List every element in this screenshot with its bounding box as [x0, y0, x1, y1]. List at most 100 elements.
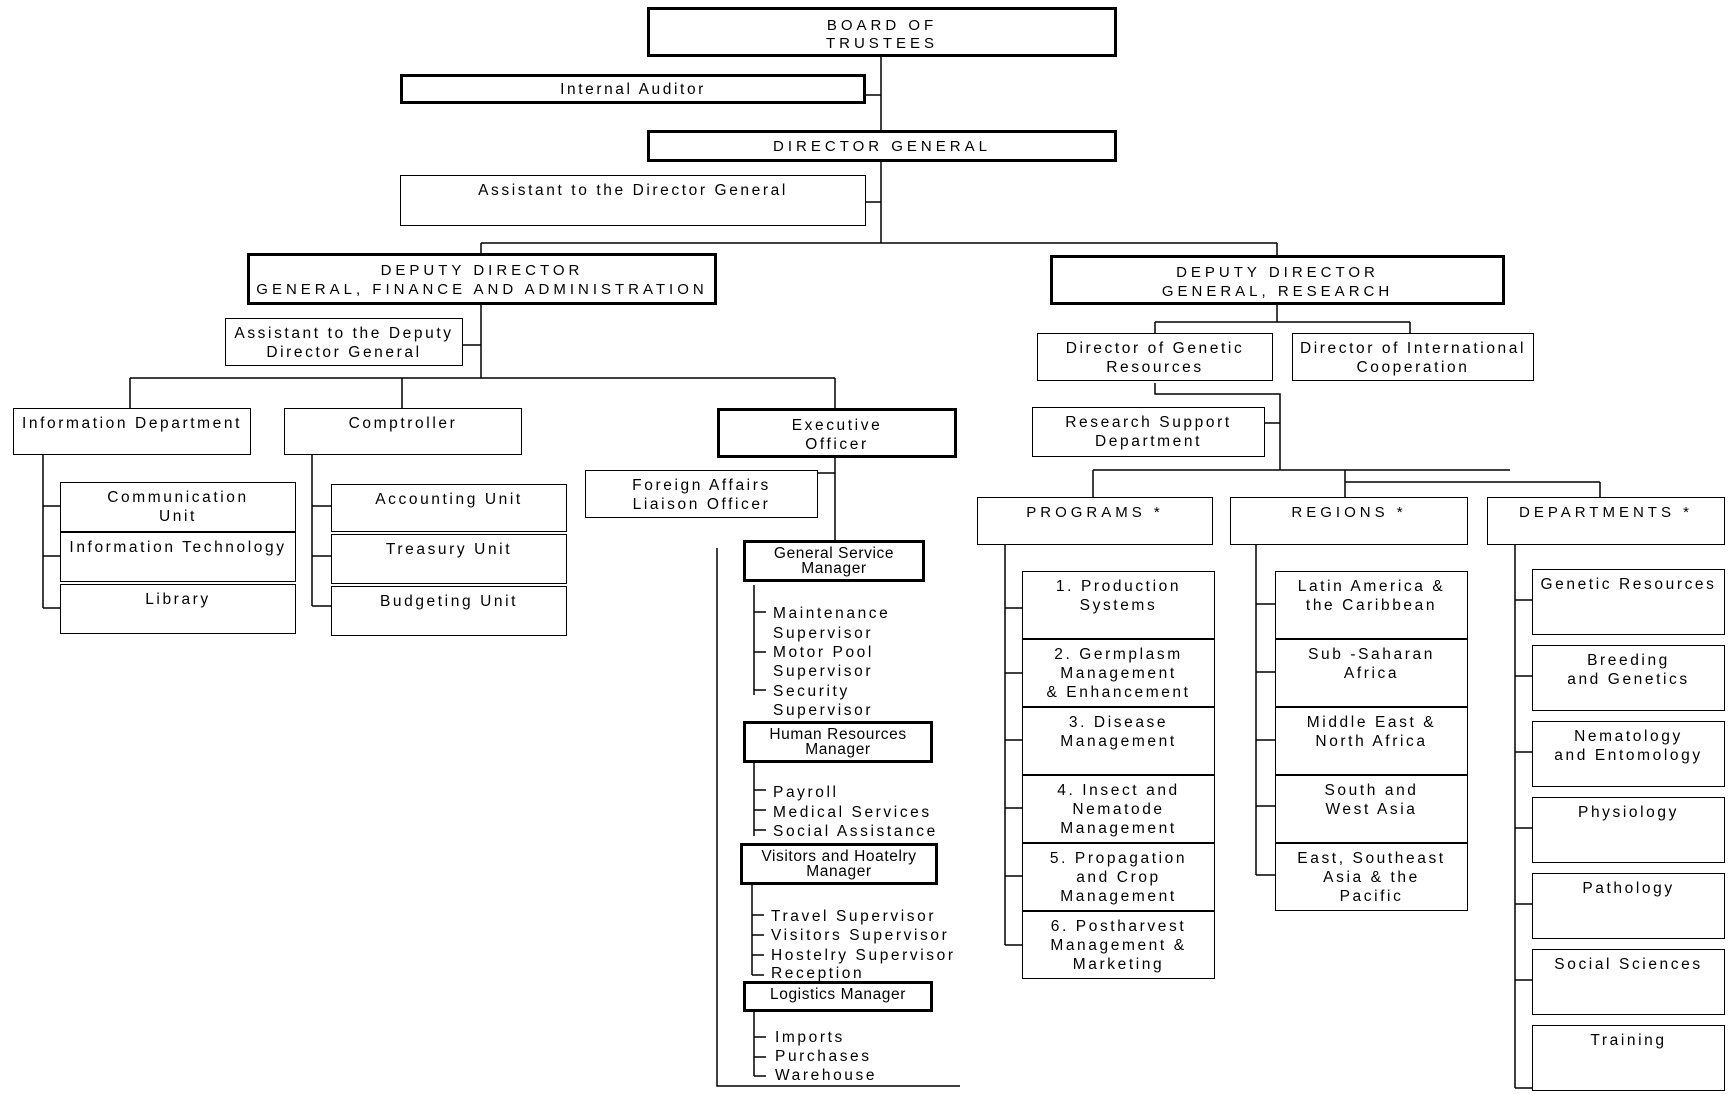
department-label: Social Sciences — [1554, 956, 1703, 973]
region-box: Middle East & North Africa — [1275, 707, 1468, 775]
comptroller-label: Comptroller — [348, 415, 458, 432]
board-of-trustees-label: BOARD OF TRUSTEES — [825, 17, 938, 52]
lg-item: Purchases — [775, 1048, 872, 1065]
treasury-unit-box: Treasury Unit — [331, 534, 567, 584]
region-box: Sub -Saharan Africa — [1275, 639, 1468, 707]
communication-unit-box: Communication Unit — [60, 482, 296, 532]
internal-auditor-box: Internal Auditor — [400, 74, 866, 104]
gs-item: Motor Pool — [773, 644, 874, 661]
logistics-manager-label: Logistics Manager — [770, 986, 906, 1003]
general-service-manager-box: General Service Manager — [743, 540, 925, 582]
logistics-manager-box: Logistics Manager — [743, 981, 933, 1012]
gs-item: Supervisor — [773, 625, 874, 642]
budgeting-unit-box: Budgeting Unit — [331, 586, 567, 636]
information-department-box: Information Department — [13, 408, 251, 455]
comptroller-box: Comptroller — [284, 408, 522, 455]
program-box: 1. Production Systems — [1022, 571, 1215, 639]
departments-header-label: DEPARTMENTS * — [1519, 504, 1693, 521]
deputy-finance-label: DEPUTY DIRECTOR GENERAL, FINANCE AND ADM… — [256, 262, 708, 298]
department-box: Physiology — [1532, 797, 1725, 863]
departments-header-box: DEPARTMENTS * — [1487, 497, 1725, 545]
region-label: East, Southeast Asia & the Pacific — [1297, 850, 1446, 905]
hr-item: Medical Services — [773, 804, 932, 821]
region-label: Sub -Saharan Africa — [1308, 646, 1435, 682]
program-box: 5. Propagation and Crop Management — [1022, 843, 1215, 911]
assistant-dg-label: Assistant to the Director General — [478, 182, 788, 199]
hr-item: Social Assistance — [773, 823, 938, 840]
general-service-manager-label: General Service Manager — [773, 545, 895, 577]
human-resources-manager-box: Human Resources Manager — [743, 721, 933, 763]
information-technology-label: Information Technology — [69, 539, 287, 556]
program-box: 2. Germplasm Management & Enhancement — [1022, 639, 1215, 707]
department-box: Training — [1532, 1025, 1725, 1091]
department-label: Breeding and Genetics — [1567, 652, 1690, 688]
region-label: Latin America & the Caribbean — [1297, 578, 1446, 614]
director-genetic-label: Director of Genetic Resources — [1065, 340, 1245, 376]
library-label: Library — [145, 591, 211, 608]
department-box: Nematology and Entomology — [1532, 721, 1725, 787]
accounting-unit-box: Accounting Unit — [331, 484, 567, 532]
department-box: Pathology — [1532, 873, 1725, 939]
visitors-manager-label: Visitors and Hoatelry Manager — [761, 848, 917, 880]
program-box: 3. Disease Management — [1022, 707, 1215, 775]
program-label: 5. Propagation and Crop Management — [1049, 850, 1188, 905]
lg-item: Imports — [775, 1029, 845, 1046]
director-genetic-box: Director of Genetic Resources — [1037, 333, 1273, 381]
deputy-finance-box: DEPUTY DIRECTOR GENERAL, FINANCE AND ADM… — [247, 253, 717, 305]
budgeting-unit-label: Budgeting Unit — [379, 593, 519, 610]
hr-item: Payroll — [773, 784, 839, 801]
department-box: Social Sciences — [1532, 949, 1725, 1015]
communication-unit-label: Communication Unit — [107, 489, 249, 525]
vh-item: Hostelry Supervisor — [771, 947, 956, 964]
director-international-label: Director of International Cooperation — [1299, 340, 1527, 376]
executive-officer-box: Executive Officer — [717, 408, 957, 458]
vh-item: Visitors Supervisor — [771, 927, 950, 944]
program-box: 4. Insect and Nematode Management — [1022, 775, 1215, 843]
regions-header-label: REGIONS * — [1291, 504, 1407, 521]
information-department-label: Information Department — [21, 415, 243, 432]
gs-item: Security — [773, 683, 850, 700]
vh-item: Reception — [771, 965, 865, 982]
gs-item: Maintenance — [773, 605, 891, 622]
assistant-deputy-label: Assistant to the Deputy Director General — [234, 325, 454, 361]
regions-header-box: REGIONS * — [1230, 497, 1468, 545]
region-box: South and West Asia — [1275, 775, 1468, 843]
region-box: Latin America & the Caribbean — [1275, 571, 1468, 639]
research-support-box: Research Support Department — [1032, 407, 1265, 457]
information-technology-box: Information Technology — [60, 532, 296, 582]
treasury-unit-label: Treasury Unit — [385, 541, 513, 558]
director-international-box: Director of International Cooperation — [1292, 333, 1534, 381]
gs-item: Supervisor — [773, 663, 874, 680]
internal-auditor-label: Internal Auditor — [560, 81, 706, 98]
department-label: Training — [1590, 1032, 1667, 1049]
department-label: Pathology — [1582, 880, 1675, 897]
lg-item: Warehouse — [775, 1067, 878, 1084]
department-label: Physiology — [1578, 804, 1679, 821]
region-label: South and West Asia — [1324, 782, 1419, 818]
program-label: 1. Production Systems — [1055, 578, 1182, 614]
program-label: 2. Germplasm Management & Enhancement — [1046, 646, 1191, 701]
program-label: 4. Insect and Nematode Management — [1057, 782, 1180, 837]
director-general-box: DIRECTOR GENERAL — [647, 130, 1117, 162]
foreign-affairs-box: Foreign Affairs Liaison Officer — [585, 470, 818, 518]
visitors-manager-box: Visitors and Hoatelry Manager — [740, 843, 938, 885]
program-label: 6. Postharvest Management & Marketing — [1050, 918, 1187, 973]
gs-item: Supervisor — [773, 702, 874, 719]
deputy-research-box: DEPUTY DIRECTOR GENERAL, RESEARCH — [1050, 255, 1505, 305]
region-label: Middle East & North Africa — [1306, 714, 1437, 750]
assistant-dg-box: Assistant to the Director General — [400, 175, 866, 226]
deputy-research-label: DEPUTY DIRECTOR GENERAL, RESEARCH — [1161, 264, 1394, 300]
program-box: 6. Postharvest Management & Marketing — [1022, 911, 1215, 979]
department-label: Nematology and Entomology — [1554, 728, 1703, 764]
foreign-affairs-label: Foreign Affairs Liaison Officer — [632, 477, 771, 513]
human-resources-manager-label: Human Resources Manager — [769, 726, 907, 758]
department-box: Breeding and Genetics — [1532, 645, 1725, 711]
executive-officer-label: Executive Officer — [791, 417, 883, 453]
research-support-label: Research Support Department — [1065, 414, 1232, 450]
vh-item: Travel Supervisor — [771, 908, 937, 925]
department-label: Genetic Resources — [1540, 576, 1717, 593]
accounting-unit-label: Accounting Unit — [375, 491, 523, 508]
board-of-trustees-box: BOARD OF TRUSTEES — [647, 7, 1117, 57]
